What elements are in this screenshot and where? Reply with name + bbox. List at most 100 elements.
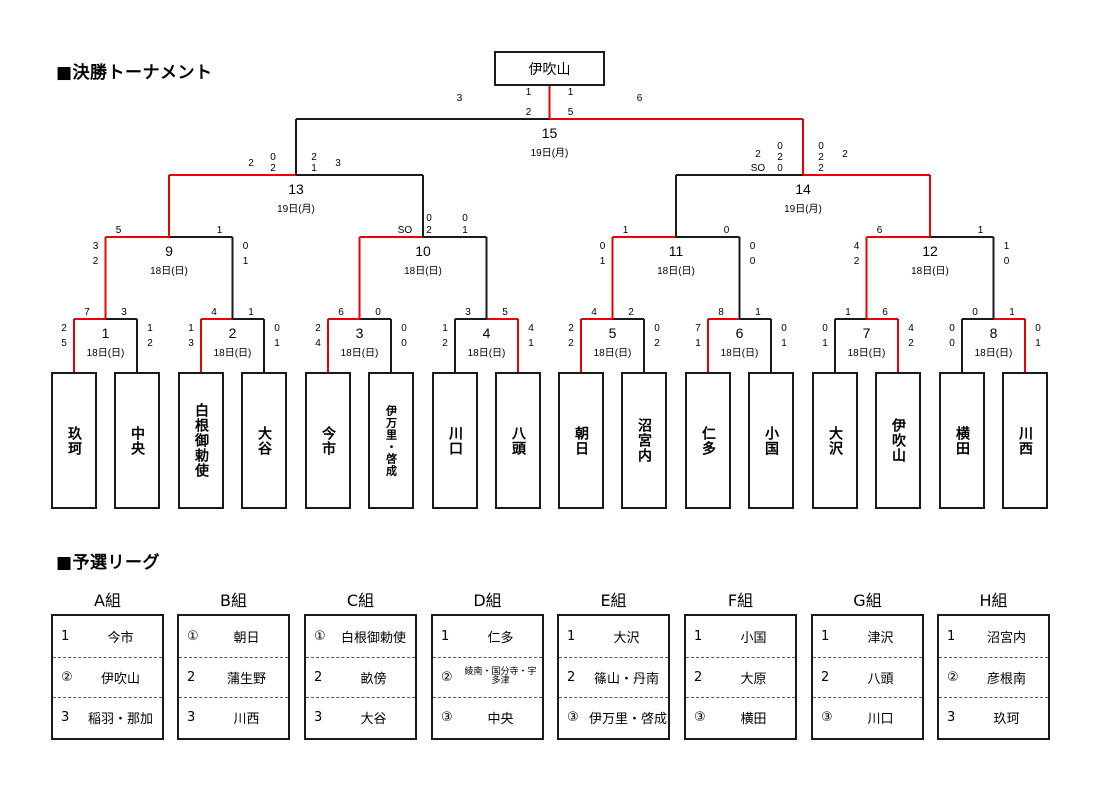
group-rank: 1 bbox=[567, 628, 576, 644]
champion-box: 伊吹山 bbox=[494, 51, 605, 86]
score: 1 bbox=[781, 338, 787, 349]
score-total: 4 bbox=[591, 307, 597, 318]
score: 1 bbox=[1035, 338, 1041, 349]
score: 4 bbox=[908, 323, 914, 334]
group-team: 川西 bbox=[233, 712, 260, 728]
score: 5 bbox=[568, 107, 574, 118]
team-name: 川口 bbox=[447, 425, 463, 456]
league-title: ■予選リーグ bbox=[56, 553, 161, 573]
match-date: 18日(日) bbox=[721, 348, 759, 359]
score-total: 1 bbox=[755, 307, 761, 318]
score: 1 bbox=[311, 163, 317, 174]
score-total: 7 bbox=[84, 307, 90, 318]
score: 0 bbox=[750, 241, 756, 252]
match-date: 18日(日) bbox=[341, 348, 379, 359]
team-name: 川西 bbox=[1017, 425, 1033, 456]
score: 0 bbox=[777, 163, 783, 174]
group-team: 八頭 bbox=[867, 671, 894, 687]
score: 1 bbox=[274, 338, 280, 349]
team-box: 川口 bbox=[432, 372, 478, 509]
team-name: 朝日 bbox=[573, 425, 589, 456]
score: 0 bbox=[750, 256, 756, 267]
group-team: 大沢 bbox=[613, 630, 640, 646]
score: 2 bbox=[147, 338, 153, 349]
match-date: 18日(日) bbox=[594, 348, 632, 359]
score: 2 bbox=[270, 163, 276, 174]
group-title: C組 bbox=[346, 591, 375, 610]
score-total: 5 bbox=[116, 225, 122, 236]
match-date: 18日(日) bbox=[657, 266, 695, 277]
group-rank: ② bbox=[947, 669, 959, 685]
team-name: 小国 bbox=[763, 425, 779, 456]
group-team: 沼宮内 bbox=[986, 630, 1026, 646]
score-total: 6 bbox=[637, 93, 643, 104]
match-date: 19日(月) bbox=[531, 147, 569, 159]
score: 2 bbox=[311, 152, 317, 163]
score-total: 1 bbox=[845, 307, 851, 318]
team-name: 仁多 bbox=[700, 425, 716, 456]
group-team: 畝傍 bbox=[360, 671, 387, 687]
match-number: 6 bbox=[736, 325, 744, 341]
match-number: 12 bbox=[922, 243, 938, 259]
score: 2 bbox=[818, 152, 824, 163]
match-date: 18日(日) bbox=[468, 348, 506, 359]
group-rank: 1 bbox=[947, 628, 956, 644]
team-box: 横田 bbox=[939, 372, 985, 509]
champion-name: 伊吹山 bbox=[528, 61, 571, 78]
group-rank: 2 bbox=[567, 669, 576, 685]
score-total: 2 bbox=[842, 149, 848, 160]
match-number: 10 bbox=[415, 243, 431, 259]
match-date: 18日(日) bbox=[911, 266, 949, 277]
score: 1 bbox=[462, 225, 468, 236]
group-team: 伊万里・啓成 bbox=[589, 712, 668, 728]
score: 1 bbox=[695, 338, 701, 349]
team-box: 中央 bbox=[114, 372, 160, 509]
match-number: 3 bbox=[356, 325, 364, 341]
match-number: 4 bbox=[483, 325, 491, 341]
match-number: 9 bbox=[165, 243, 173, 259]
score-total: 1 bbox=[978, 225, 984, 236]
score: 0 bbox=[949, 323, 955, 334]
group-rank: 2 bbox=[314, 669, 323, 685]
score: 4 bbox=[854, 241, 860, 252]
score: 5 bbox=[61, 338, 67, 349]
score: 0 bbox=[654, 323, 660, 334]
match-date: 19日(月) bbox=[784, 203, 822, 215]
group-team: 伊吹山 bbox=[100, 671, 140, 687]
group-team: 川口 bbox=[867, 712, 894, 728]
match-number: 15 bbox=[542, 125, 558, 141]
team-box: 伊吹山 bbox=[875, 372, 921, 509]
group-rank: 3 bbox=[947, 710, 956, 726]
score: 0 bbox=[777, 141, 783, 152]
score: 2 bbox=[442, 338, 448, 349]
group-title: F組 bbox=[727, 591, 754, 610]
group-team: 綾南・国分寺・宇多津 bbox=[464, 666, 537, 687]
match-number: 5 bbox=[609, 325, 617, 341]
team-name: 大谷 bbox=[256, 425, 272, 456]
match-date: 18日(日) bbox=[975, 348, 1013, 359]
score: 0 bbox=[949, 338, 955, 349]
score: 0 bbox=[600, 241, 606, 252]
score: 0 bbox=[822, 323, 828, 334]
group-team: 小国 bbox=[740, 630, 767, 646]
score-total: 1 bbox=[248, 307, 254, 318]
score: 2 bbox=[568, 338, 574, 349]
score: 4 bbox=[528, 323, 534, 334]
team-name: 大沢 bbox=[827, 425, 843, 456]
group-rank: 1 bbox=[821, 628, 830, 644]
group-team: 白根御勅使 bbox=[340, 630, 406, 646]
tournament-title: ■決勝トーナメント bbox=[56, 63, 213, 83]
